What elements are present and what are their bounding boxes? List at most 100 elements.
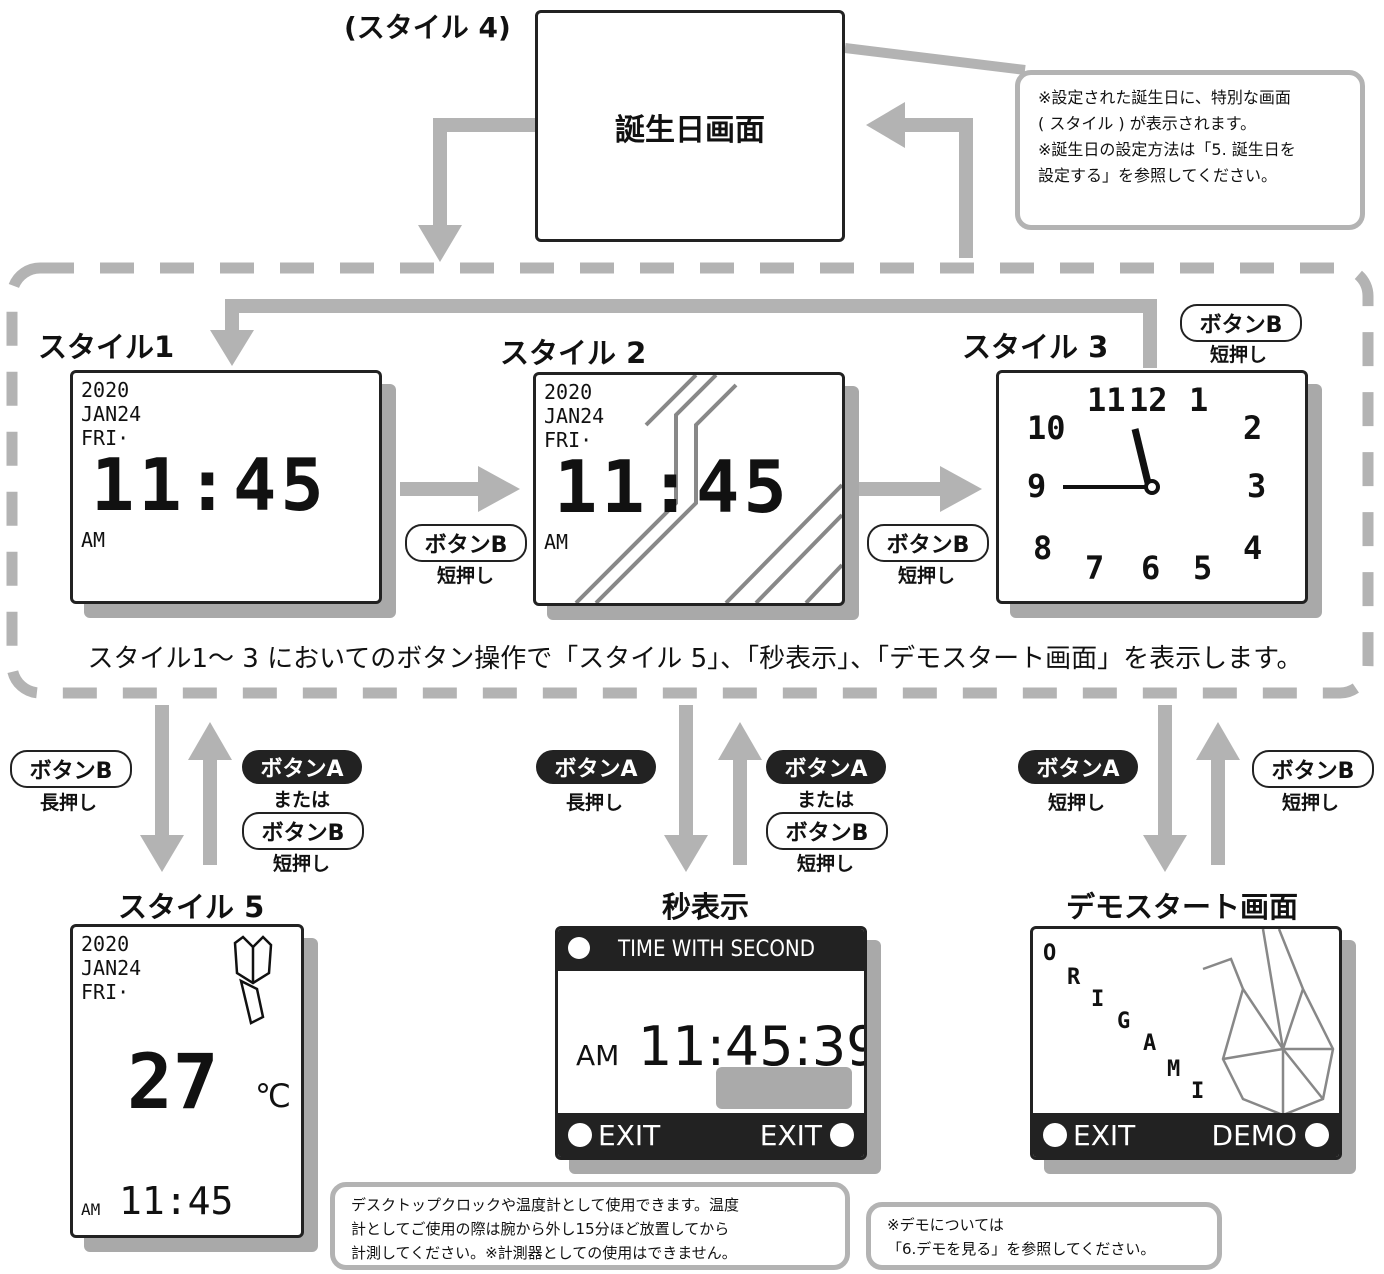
- from-seconds-short-press: 短押し: [797, 853, 855, 875]
- seconds-exit-left: EXIT: [598, 1119, 661, 1152]
- demo-exit: EXIT: [1073, 1119, 1136, 1152]
- from-demo-button-b: ボタンB: [1252, 750, 1374, 788]
- style5-day: FRI·: [81, 980, 130, 1004]
- style5-temp-unit: ℃: [255, 1077, 291, 1115]
- to-seconds-button-a: ボタンA: [536, 750, 656, 784]
- style2-title: スタイル 2: [500, 336, 647, 370]
- style1-screen: 2020 JAN24 FRI· 11:45 AM: [70, 370, 382, 604]
- left-arrow-icon: [1043, 1123, 1067, 1147]
- note-line: ( スタイル ) が表示されます。: [1038, 114, 1257, 133]
- center-description: スタイル1〜 3 においてのボタン操作で「スタイル 5」、「秒表示」、「デモスタ…: [87, 644, 1303, 674]
- from-style5-button-b: ボタンB: [242, 812, 364, 850]
- note-line: ※デモについては: [887, 1216, 1004, 1234]
- dial-11: 11: [1087, 381, 1126, 419]
- style2-month: JAN24: [544, 404, 605, 428]
- style2-stripe-pattern: [574, 375, 842, 603]
- style5-temperature: 27: [127, 1037, 219, 1126]
- seconds-ampm: AM: [576, 1039, 620, 1072]
- birthday-screen: 誕生日画面: [535, 10, 845, 242]
- demo-title: デモスタート画面: [1066, 890, 1299, 924]
- dial-9: 9: [1027, 467, 1047, 505]
- style2-screen: 2020 JAN24 FRI· 11:45 AM: [533, 372, 845, 606]
- demo-letter-g: G: [1117, 1009, 1131, 1034]
- note-line: 計測してください。※計測器としての使用はできません。: [351, 1244, 737, 1262]
- from-seconds-or: または: [797, 789, 855, 811]
- left-arrow-icon: [568, 1123, 592, 1147]
- dial-4: 4: [1243, 529, 1263, 567]
- style1-to-2-button-b: ボタンB: [405, 524, 527, 562]
- demo-screen: O R I G A M I EXIT DEMO: [1030, 926, 1342, 1160]
- right-arrow-icon: [830, 1123, 854, 1147]
- style5-screen: 2020 JAN24 FRI· 27 ℃ AM 11:45: [70, 924, 304, 1238]
- demo-footer-bar: EXIT DEMO: [1033, 1113, 1339, 1157]
- from-demo-short-press: 短押し: [1282, 792, 1340, 814]
- to-seconds-long-press: 長押し: [566, 792, 624, 814]
- demo-note: ※デモについては 「6.デモを見る」を参照してください。: [866, 1202, 1222, 1270]
- dial-5: 5: [1193, 549, 1213, 587]
- style5-year: 2020: [81, 932, 130, 956]
- right-arrow-icon: [1305, 1123, 1329, 1147]
- style2-to-3-short-press: 短押し: [898, 565, 956, 587]
- seconds-footer-bar: EXIT EXIT: [558, 1113, 864, 1157]
- style3-short-press: 短押し: [1210, 344, 1268, 366]
- demo-letter-i: I: [1091, 987, 1105, 1012]
- from-style5-short-press: 短押し: [273, 853, 331, 875]
- clock-hands: [1063, 428, 1160, 495]
- dial-6: 6: [1141, 549, 1161, 587]
- from-style5-button-a: ボタンA: [242, 750, 362, 784]
- style-group-dashed-frame: [6, 262, 1374, 699]
- style1-year: 2020: [81, 378, 130, 402]
- from-seconds-button-b: ボタンB: [766, 812, 888, 850]
- style1-title: スタイル1: [38, 330, 175, 364]
- to-style5-button-b: ボタンB: [10, 750, 132, 788]
- style1-ampm: AM: [81, 528, 106, 552]
- style5-month: JAN24: [81, 956, 142, 980]
- style1-to-2-short-press: 短押し: [437, 565, 495, 587]
- birthday-note: ※設定された誕生日に、特別な画面 ( スタイル ) が表示されます。 ※誕生日の…: [1015, 70, 1365, 230]
- style1-month: JAN24: [81, 402, 142, 426]
- note-line: ※設定された誕生日に、特別な画面: [1038, 88, 1291, 107]
- from-style5-or: または: [273, 789, 331, 811]
- style5-title: スタイル 5: [118, 890, 265, 924]
- style1-day: FRI·: [81, 426, 130, 450]
- demo-letter-o: O: [1043, 941, 1057, 966]
- seconds-exit-right: EXIT: [759, 1119, 822, 1152]
- style2-to-3-button-b: ボタンB: [867, 524, 989, 562]
- to-style5-long-press: 長押し: [40, 792, 98, 814]
- seconds-gray-block: [716, 1067, 852, 1109]
- demo-letter-m: M: [1167, 1057, 1181, 1082]
- style3-title: スタイル 3: [962, 330, 1109, 364]
- note-line: 計としてご使用の際は腕から外し15分ほど放置してから: [351, 1220, 730, 1238]
- to-demo-short-press: 短押し: [1048, 792, 1106, 814]
- style2-year: 2020: [544, 380, 593, 404]
- style3-screen: 11 12 1 10 2 9 3 8 4 7 6 5: [996, 370, 1308, 604]
- seconds-screen: TIME WITH SECOND AM 11:45:39 EXIT EXIT: [555, 926, 867, 1160]
- dial-12: 12: [1129, 381, 1168, 419]
- note-line: デスクトップクロックや温度計として使用できます。温度: [351, 1196, 740, 1214]
- seconds-header-bar: TIME WITH SECOND: [558, 929, 864, 971]
- style5-note: デスクトップクロックや温度計として使用できます。温度 計としてご使用の際は腕から…: [330, 1182, 850, 1270]
- dial-10: 10: [1027, 409, 1066, 447]
- from-seconds-button-a: ボタンA: [766, 750, 886, 784]
- seconds-header-text: TIME WITH SECOND: [618, 937, 815, 962]
- dial-3: 3: [1247, 467, 1267, 505]
- dial-1: 1: [1189, 381, 1209, 419]
- seconds-title: 秒表示: [662, 890, 750, 924]
- birthday-style-label: (スタイル 4): [344, 11, 511, 44]
- tulip-icon: [233, 935, 273, 1025]
- style1-time: 11:45: [91, 443, 328, 527]
- note-line: ※誕生日の設定方法は「5. 誕生日を: [1038, 140, 1296, 159]
- demo-letter-a: A: [1143, 1031, 1157, 1056]
- style5-ampm: AM: [81, 1200, 101, 1219]
- style2-day: FRI·: [544, 428, 593, 452]
- birthday-screen-title: 誕生日画面: [615, 113, 765, 148]
- note-line: 設定する」を参照してください。: [1038, 166, 1278, 185]
- style2-ampm: AM: [544, 530, 569, 554]
- demo-letter-i2: I: [1191, 1079, 1205, 1104]
- to-demo-button-a: ボタンA: [1018, 750, 1138, 784]
- dial-7: 7: [1085, 549, 1105, 587]
- clock-icon: [568, 937, 590, 959]
- origami-crane-icon: [1202, 929, 1335, 1115]
- style2-time: 11:45: [554, 445, 791, 529]
